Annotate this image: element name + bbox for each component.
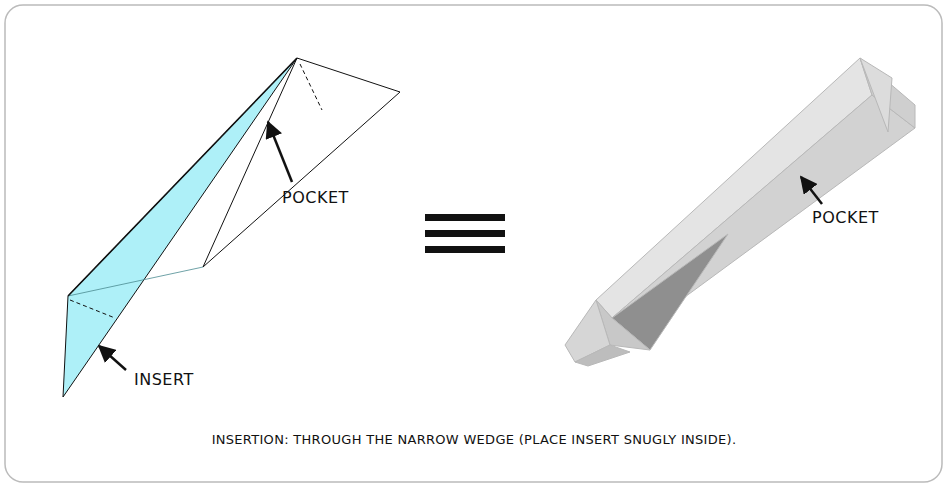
flat-diagram bbox=[63, 58, 400, 397]
part-label: POCKET bbox=[282, 188, 349, 207]
part-label: POCKET bbox=[812, 208, 879, 227]
equivalence-sign bbox=[425, 214, 505, 253]
frame bbox=[5, 5, 942, 482]
caption: INSERTION: THROUGH THE NARROW WEDGE (PLA… bbox=[0, 432, 948, 447]
folded-model bbox=[565, 58, 915, 366]
part-label: INSERT bbox=[134, 370, 194, 389]
